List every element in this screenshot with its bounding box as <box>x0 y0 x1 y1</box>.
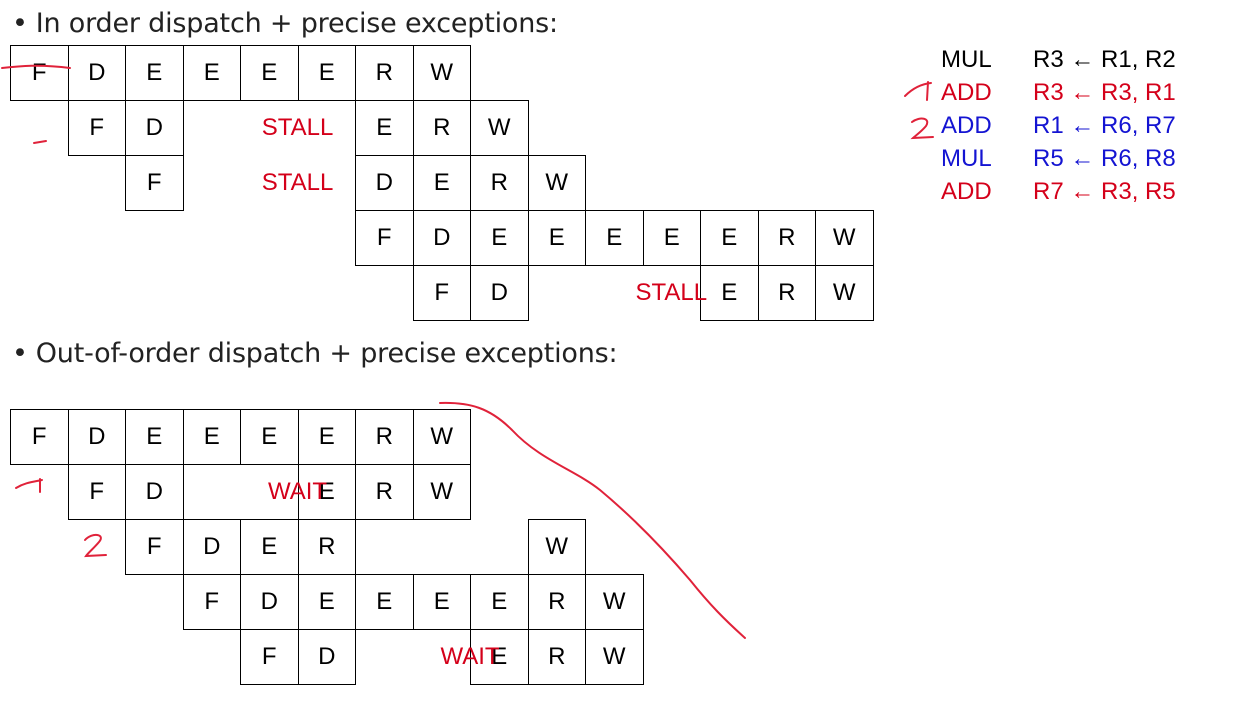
ooo-cell: F <box>182 574 241 630</box>
ooo-cell: F <box>125 519 184 575</box>
ooo-cell: E <box>240 519 299 575</box>
ooo-cell: D <box>182 519 241 575</box>
instruction-line: MUL R3 ← R1, R2 <box>941 46 1176 74</box>
ooo-cell: D <box>125 464 184 520</box>
ooo-cell: R <box>355 409 414 465</box>
in-order-cell: D <box>67 45 126 101</box>
ooo-cell: W <box>412 464 471 520</box>
instruction-opcode: MUL <box>941 145 992 172</box>
out-of-order-heading: •Out-of-order dispatch + precise excepti… <box>12 338 618 369</box>
in-order-cell: E <box>355 100 414 156</box>
instruction-opcode: ADD <box>941 178 992 205</box>
in-order-cell: R <box>355 45 414 101</box>
in-order-heading-text: In order dispatch + precise exceptions: <box>35 8 558 39</box>
in-order-cell: E <box>470 210 529 266</box>
in-order-cell: F <box>10 45 69 101</box>
ooo-cell: E <box>125 409 184 465</box>
instruction-opcode: ADD <box>941 79 992 106</box>
in-order-label-stall: STALL <box>261 113 334 141</box>
instruction-opcode: MUL <box>941 46 992 73</box>
ooo-cell: W <box>585 629 644 685</box>
ooo-cell: E <box>182 409 241 465</box>
ooo-cell: W <box>527 519 586 575</box>
instruction-line: MUL R5 ← R6, R8 <box>941 145 1176 173</box>
in-order-cell: D <box>355 155 414 211</box>
ooo-cell: D <box>67 409 126 465</box>
ooo-cell: E <box>297 574 356 630</box>
instruction-operands: R7 ← R3, R5 <box>1033 178 1176 205</box>
ooo-cell: E <box>297 464 356 520</box>
in-order-cell: F <box>125 155 184 211</box>
ooo-cell: D <box>297 629 356 685</box>
in-order-cell: E <box>182 45 241 101</box>
in-order-cell: E <box>527 210 586 266</box>
ooo-cell: F <box>240 629 299 685</box>
instruction-opcode: ADD <box>941 112 992 139</box>
in-order-cell: E <box>412 155 471 211</box>
ooo-cell <box>470 519 529 575</box>
in-order-cell: R <box>757 265 816 321</box>
in-order-cell: E <box>585 210 644 266</box>
in-order-cell: W <box>470 100 529 156</box>
in-order-label-stall: STALL <box>261 168 334 196</box>
instruction-line: ADD R3 ← R3, R1 <box>941 79 1176 107</box>
in-order-cell: E <box>700 265 759 321</box>
ooo-cell: W <box>412 409 471 465</box>
instruction-line: ADD R7 ← R3, R5 <box>941 178 1176 206</box>
in-order-cell: D <box>470 265 529 321</box>
in-order-cell: E <box>125 45 184 101</box>
in-order-cell: D <box>125 100 184 156</box>
ooo-cell: R <box>527 629 586 685</box>
out-of-order-heading-text: Out-of-order dispatch + precise exceptio… <box>35 338 618 369</box>
ooo-cell: W <box>585 574 644 630</box>
in-order-cell: D <box>412 210 471 266</box>
ooo-label-wait: WAIT <box>440 642 500 670</box>
in-order-cell: W <box>527 155 586 211</box>
instruction-operands: R3 ← R3, R1 <box>1033 79 1176 106</box>
instruction-operands: R5 ← R6, R8 <box>1033 145 1176 172</box>
in-order-label-stall: STALL <box>635 278 708 306</box>
in-order-cell: W <box>412 45 471 101</box>
ooo-label-wait: WAIT <box>267 477 328 505</box>
ooo-cell: E <box>240 409 299 465</box>
bullet: • <box>12 8 28 39</box>
in-order-cell: E <box>240 45 299 101</box>
ooo-cell: E <box>297 409 356 465</box>
in-order-heading: •In order dispatch + precise exceptions: <box>12 8 558 39</box>
instruction-line: ADD R1 ← R6, R7 <box>941 112 1176 140</box>
in-order-cell: E <box>642 210 701 266</box>
bullet: • <box>12 338 28 369</box>
in-order-cell: R <box>757 210 816 266</box>
ooo-cell: R <box>355 464 414 520</box>
in-order-cell: F <box>67 100 126 156</box>
ooo-cell: E <box>470 574 529 630</box>
ooo-cell: E <box>355 574 414 630</box>
in-order-cell: F <box>355 210 414 266</box>
in-order-cell: R <box>412 100 471 156</box>
in-order-cell: W <box>815 265 874 321</box>
instruction-operands: R3 ← R1, R2 <box>1033 46 1176 73</box>
ooo-cell: F <box>10 409 69 465</box>
in-order-cell: E <box>700 210 759 266</box>
in-order-cell: W <box>815 210 874 266</box>
ooo-cell: D <box>240 574 299 630</box>
ooo-cell: R <box>297 519 356 575</box>
instruction-operands: R1 ← R6, R7 <box>1033 112 1176 139</box>
in-order-cell: R <box>470 155 529 211</box>
ooo-cell: F <box>67 464 126 520</box>
ooo-cell: R <box>527 574 586 630</box>
ooo-cell: E <box>412 574 471 630</box>
in-order-cell: E <box>297 45 356 101</box>
in-order-cell: F <box>412 265 471 321</box>
